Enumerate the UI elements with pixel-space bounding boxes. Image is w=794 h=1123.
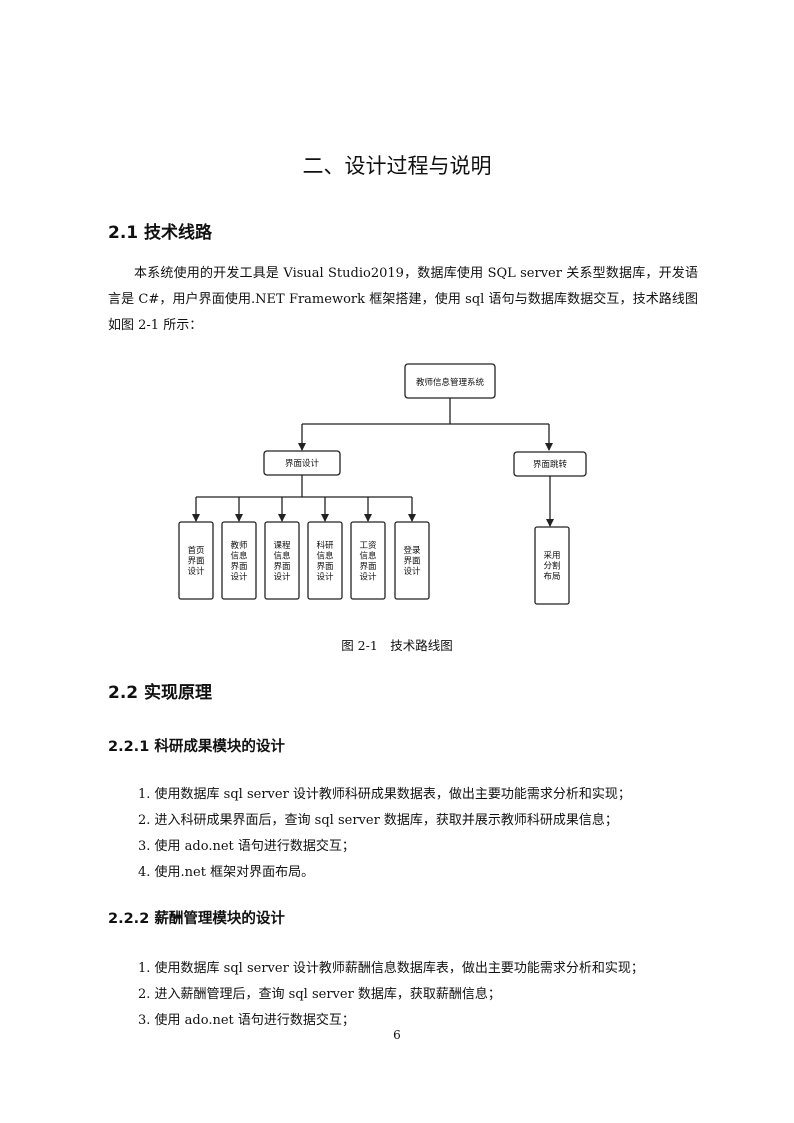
right-child-box <box>534 526 570 605</box>
list-item: 3. 使用 ado.net 语句进行数据交互； <box>138 1013 355 1028</box>
child-node-box <box>307 521 343 600</box>
right-child-label: 布局 <box>543 571 560 582</box>
list-item: 4. 使用.net 框架对界面布局。 <box>138 865 315 880</box>
child-node-label: 设计 <box>359 571 377 582</box>
child-node-label: 设计 <box>187 566 205 577</box>
right-child-label: 分割 <box>543 561 560 572</box>
chapter-title: 二、设计过程与说明 <box>302 154 492 178</box>
child-node-label: 首页 <box>187 545 204 556</box>
child-node-label: 界面 <box>316 562 334 572</box>
root-node-label: 教师信息管理系统 <box>416 377 485 388</box>
child-node-box <box>350 521 386 600</box>
child-node-label: 信息 <box>273 550 291 561</box>
child-node-label: 设计 <box>403 566 421 577</box>
list-item: 3. 使用 ado.net 语句进行数据交互； <box>138 839 355 854</box>
child-node-label: 界面 <box>187 557 205 567</box>
subsection-heading-2-2-2: 2.2.2 薪酬管理模块的设计 <box>108 911 285 927</box>
child-node-label: 设计 <box>230 571 248 582</box>
child-node-box <box>394 521 430 600</box>
child-node-label: 教师 <box>230 540 248 551</box>
section-heading-2-2: 2.2 实现原理 <box>108 683 213 703</box>
branch-left-label: 界面设计 <box>285 458 320 469</box>
list-item: 1. 使用数据库 sql server 设计教师薪酬信息数据库表，做出主要功能需… <box>138 961 644 976</box>
child-node-box <box>178 521 214 600</box>
child-node-label: 界面 <box>403 557 421 567</box>
paragraph-text: 本系统使用的开发工具是 Visual Studio2019，数据库使用 SQL … <box>108 266 698 333</box>
child-node-box <box>264 521 300 600</box>
child-node-label: 科研 <box>316 540 334 551</box>
child-node-label: 界面 <box>230 562 248 572</box>
child-node-label: 工资 <box>359 540 377 551</box>
child-node-label: 信息 <box>359 550 377 561</box>
figure-caption: 图 2-1 技术路线图 <box>341 638 453 653</box>
subsection-heading-2-2-1: 2.2.1 科研成果模块的设计 <box>108 739 285 755</box>
child-node-label: 信息 <box>230 550 248 561</box>
child-node-label: 课程 <box>273 540 291 551</box>
section-2-1-paragraph: 本系统使用的开发工具是 Visual Studio2019，数据库使用 SQL … <box>108 261 698 339</box>
tech-route-diagram: 教师信息管理系统 界面设计 界面跳转 首页界面设计教师信息界面设计课程信息界面设… <box>178 363 587 605</box>
child-node-label: 界面 <box>359 562 377 572</box>
branch-right-label: 界面跳转 <box>533 459 568 470</box>
right-child-label: 采用 <box>543 550 560 561</box>
child-node-label: 登录 <box>403 545 421 556</box>
list-item: 2. 进入科研成果界面后，查询 sql server 数据库，获取并展示教师科研… <box>138 813 618 828</box>
section-heading-2-1: 2.1 技术线路 <box>108 223 213 243</box>
child-node-label: 设计 <box>316 571 334 582</box>
child-node-box <box>221 521 257 600</box>
page-number: 6 <box>393 1028 401 1042</box>
list-item: 1. 使用数据库 sql server 设计教师科研成果数据表，做出主要功能需求… <box>138 787 631 802</box>
child-node-label: 设计 <box>273 571 291 582</box>
child-node-label: 信息 <box>316 550 334 561</box>
child-node-label: 界面 <box>273 562 291 572</box>
list-item: 2. 进入薪酬管理后，查询 sql server 数据库，获取薪酬信息； <box>138 987 501 1002</box>
